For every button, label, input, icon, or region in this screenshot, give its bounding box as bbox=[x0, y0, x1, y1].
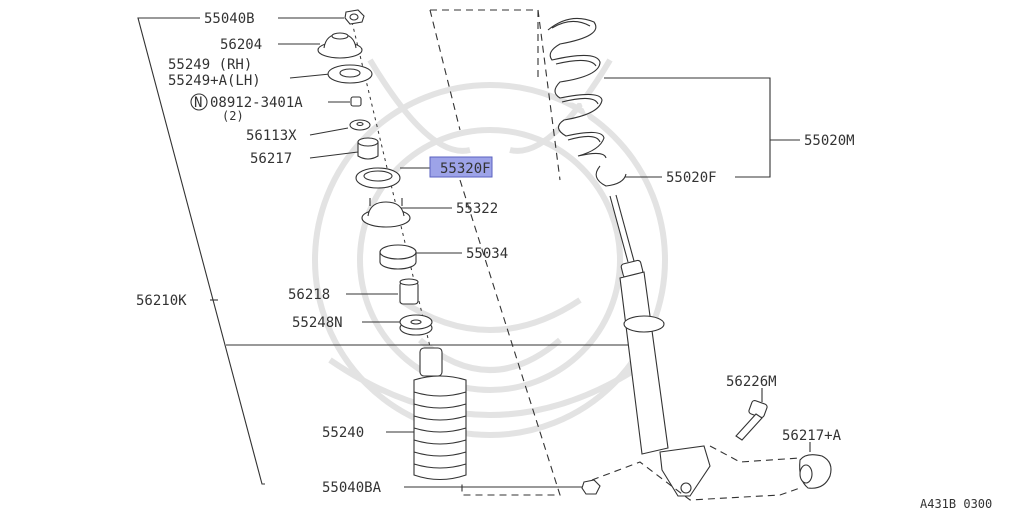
label-spring[interactable]: 55020M bbox=[804, 133, 855, 149]
highlight-box bbox=[429, 156, 493, 178]
mount-part bbox=[361, 198, 411, 228]
bearing-part bbox=[379, 244, 417, 270]
seat-part bbox=[327, 64, 373, 84]
labels: 55040B 56204 55249 (RH) 55249+A(LH) N 08… bbox=[136, 11, 992, 510]
label-bushing[interactable]: 56217 bbox=[250, 151, 292, 167]
nut-bottom-part bbox=[581, 479, 601, 495]
label-nut-bottom[interactable]: 55040BA bbox=[322, 480, 382, 496]
label-boot[interactable]: 55240 bbox=[322, 425, 364, 441]
n-badge-icon bbox=[190, 93, 208, 111]
rubber-seat-part bbox=[399, 314, 433, 336]
cap-part bbox=[317, 32, 363, 59]
shock-absorber-part bbox=[609, 194, 711, 497]
nut-n-part bbox=[350, 96, 362, 107]
label-seat-lh[interactable]: 55249+A(LH) bbox=[168, 73, 261, 89]
bushing-lower-part bbox=[799, 454, 832, 489]
label-cap[interactable]: 56204 bbox=[220, 37, 262, 53]
assembly-bracket bbox=[137, 17, 640, 485]
label-spring-seat[interactable]: 55320F bbox=[440, 161, 491, 177]
label-mount[interactable]: 55322 bbox=[456, 201, 498, 217]
washer-part bbox=[349, 119, 371, 131]
label-nut-n-prefix: N bbox=[194, 95, 202, 111]
label-rubber-seat[interactable]: 55248N bbox=[292, 315, 343, 331]
footer-code: A431B 0300 bbox=[920, 497, 992, 510]
spring-seat-part bbox=[355, 167, 401, 189]
label-bushing-lower[interactable]: 56217+A bbox=[782, 428, 842, 444]
bushing-part bbox=[357, 137, 379, 160]
lower-nut-dash bbox=[591, 461, 801, 501]
label-bound-bumper[interactable]: 56218 bbox=[288, 287, 330, 303]
label-spring-lower[interactable]: 55020F bbox=[666, 170, 717, 186]
label-washer[interactable]: 56113X bbox=[246, 128, 297, 144]
label-seat[interactable]: 55249 (RH) bbox=[168, 57, 252, 73]
label-nut-top[interactable]: 55040B bbox=[204, 11, 255, 27]
coil-spring-part bbox=[547, 17, 627, 187]
nut-top-part bbox=[344, 9, 365, 25]
bolt-part bbox=[735, 399, 768, 441]
boot-part bbox=[413, 347, 467, 481]
leader-lines bbox=[278, 17, 811, 488]
label-bearing[interactable]: 55034 bbox=[466, 246, 508, 262]
watermark-emblem bbox=[312, 58, 668, 438]
bound-bumper-part bbox=[399, 278, 419, 305]
label-bolt[interactable]: 56226M bbox=[726, 374, 777, 390]
lower-link-dash bbox=[709, 445, 801, 463]
label-strut-assy[interactable]: 56210K bbox=[136, 293, 187, 309]
label-nut-n-qty: (2) bbox=[222, 109, 244, 123]
label-nut-n[interactable]: 08912-3401A bbox=[210, 95, 303, 111]
